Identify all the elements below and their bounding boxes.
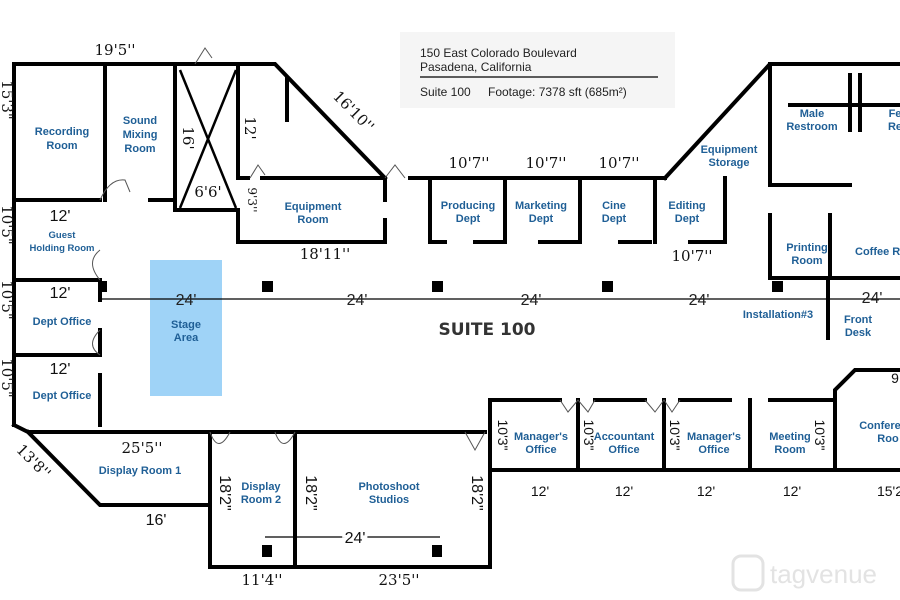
svg-text:10'5": 10'5" bbox=[0, 358, 16, 398]
columns bbox=[98, 281, 783, 557]
svg-text:9'3'': 9'3'' bbox=[245, 187, 259, 212]
svg-text:16': 16' bbox=[179, 126, 197, 149]
plan-title: SUITE 100 bbox=[439, 320, 536, 340]
svg-text:24': 24' bbox=[862, 290, 883, 307]
address-box bbox=[400, 32, 675, 108]
svg-text:10'7'': 10'7'' bbox=[598, 154, 639, 172]
svg-text:23'5'': 23'5'' bbox=[378, 571, 419, 589]
svg-text:12': 12' bbox=[50, 361, 71, 378]
svg-text:12': 12' bbox=[50, 208, 71, 225]
svg-text:12': 12' bbox=[697, 483, 715, 499]
svg-text:18'11'': 18'11'' bbox=[300, 245, 351, 263]
svg-text:24': 24' bbox=[521, 292, 542, 309]
doors bbox=[92, 47, 681, 452]
room-dept-office-2[interactable]: Dept Office bbox=[33, 390, 92, 402]
svg-text:10'5": 10'5" bbox=[0, 280, 16, 320]
svg-text:15'2: 15'2 bbox=[877, 483, 900, 499]
svg-text:12': 12' bbox=[615, 483, 633, 499]
svg-text:24': 24' bbox=[345, 530, 366, 547]
svg-text:10'3": 10'3" bbox=[495, 419, 511, 450]
svg-text:12': 12' bbox=[241, 116, 259, 139]
dimension-labels: 19'5'' 16' 6'6' 12' 16'10'' 9'3'' 18'11'… bbox=[0, 41, 900, 589]
stage-area[interactable] bbox=[150, 260, 222, 396]
room-dept-office-1[interactable]: Dept Office bbox=[33, 316, 92, 328]
svg-text:12': 12' bbox=[783, 483, 801, 499]
svg-text:10'3": 10'3" bbox=[581, 419, 597, 450]
svg-text:9: 9 bbox=[891, 370, 899, 386]
svg-text:10'3": 10'3" bbox=[667, 419, 683, 450]
svg-text:18'2": 18'2" bbox=[468, 475, 485, 510]
svg-text:12': 12' bbox=[50, 285, 71, 302]
walls bbox=[11, 62, 900, 569]
svg-text:10'5": 10'5" bbox=[0, 205, 16, 245]
svg-text:10'7'': 10'7'' bbox=[671, 247, 712, 265]
svg-text:10'7'': 10'7'' bbox=[525, 154, 566, 172]
svg-text:25'5'': 25'5'' bbox=[121, 439, 162, 457]
svg-text:12': 12' bbox=[531, 483, 549, 499]
svg-text:19'5'': 19'5'' bbox=[94, 41, 135, 59]
svg-text:24': 24' bbox=[176, 292, 197, 309]
address-line2: Pasadena, California bbox=[420, 60, 532, 74]
svg-text:10'7'': 10'7'' bbox=[448, 154, 489, 172]
svg-text:16': 16' bbox=[146, 512, 167, 529]
tagvenue-logo-icon bbox=[731, 554, 765, 592]
suite-label: Suite 100 bbox=[420, 85, 471, 99]
svg-text:6'6': 6'6' bbox=[194, 183, 221, 201]
room-installation-3[interactable]: Installation#3 bbox=[743, 309, 813, 321]
room-display-1[interactable]: Display Room 1 bbox=[99, 465, 182, 477]
svg-text:18'2": 18'2" bbox=[302, 475, 319, 510]
tagvenue-watermark: tagvenue bbox=[731, 554, 877, 592]
svg-text:10'3": 10'3" bbox=[812, 419, 828, 450]
svg-text:24': 24' bbox=[347, 292, 368, 309]
svg-text:18'2": 18'2" bbox=[216, 475, 233, 510]
address-line1: 150 East Colorado Boulevard bbox=[420, 46, 577, 60]
room-coffee[interactable]: Coffee R bbox=[855, 246, 900, 258]
svg-text:11'4'': 11'4'' bbox=[241, 571, 282, 589]
svg-text:24': 24' bbox=[689, 292, 710, 309]
svg-text:tagvenue: tagvenue bbox=[770, 559, 877, 589]
svg-text:13'8'': 13'8'' bbox=[13, 441, 55, 483]
svg-text:15'3": 15'3" bbox=[0, 80, 16, 120]
footage-label: Footage: 7378 sft (685m²) bbox=[488, 85, 627, 99]
